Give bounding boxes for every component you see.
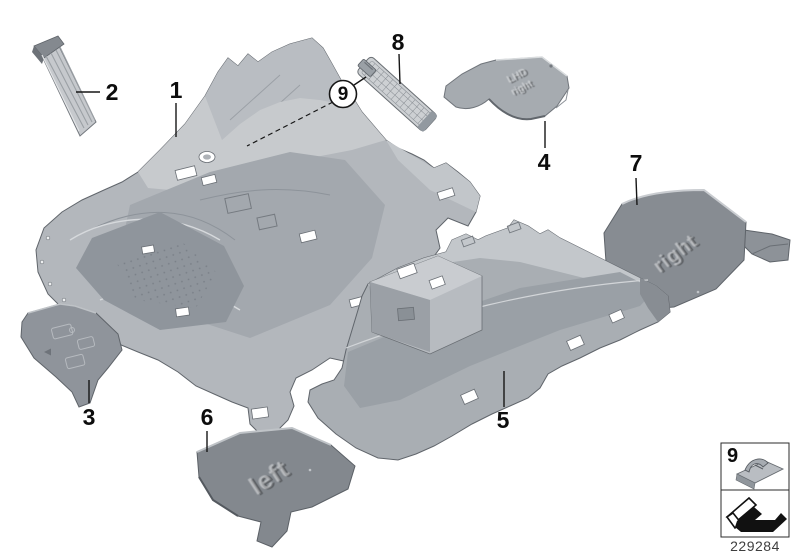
callout-leader-lines xyxy=(76,53,638,452)
callout-7-label[interactable]: 7 xyxy=(629,150,643,176)
part-9-clip-on-grille xyxy=(357,59,376,77)
part-4-insulation-mat-right xyxy=(443,56,570,121)
legend-callout-9-label[interactable]: 9 xyxy=(727,445,739,467)
callout-1-label[interactable]: 1 xyxy=(169,77,183,103)
callout-8-label[interactable]: 8 xyxy=(391,29,405,55)
legend-arrow-box[interactable] xyxy=(720,489,790,538)
callout-4-label[interactable]: 4 xyxy=(537,149,551,175)
drawing-number: 229284 xyxy=(730,538,780,554)
part-2-footrest xyxy=(32,35,97,137)
callout-5-label[interactable]: 5 xyxy=(496,407,510,433)
callout-9-label[interactable]: 9 xyxy=(337,84,349,105)
legend-clip-box[interactable] xyxy=(720,442,790,491)
callout-6-label[interactable]: 6 xyxy=(200,404,214,430)
part-5-rear-floor-covering xyxy=(307,219,671,461)
exploded-view-direction-arrow-icon xyxy=(725,496,787,532)
callout-3-label[interactable]: 3 xyxy=(82,404,96,430)
part-3-floor-insert-front-left xyxy=(20,303,123,408)
callout-9-circle[interactable] xyxy=(328,79,358,109)
part-8-mesh-grille xyxy=(357,56,437,132)
part-6-floor-mat-left xyxy=(196,426,356,548)
callout-2-label[interactable]: 2 xyxy=(105,79,119,105)
retaining-clip-icon xyxy=(735,458,785,490)
